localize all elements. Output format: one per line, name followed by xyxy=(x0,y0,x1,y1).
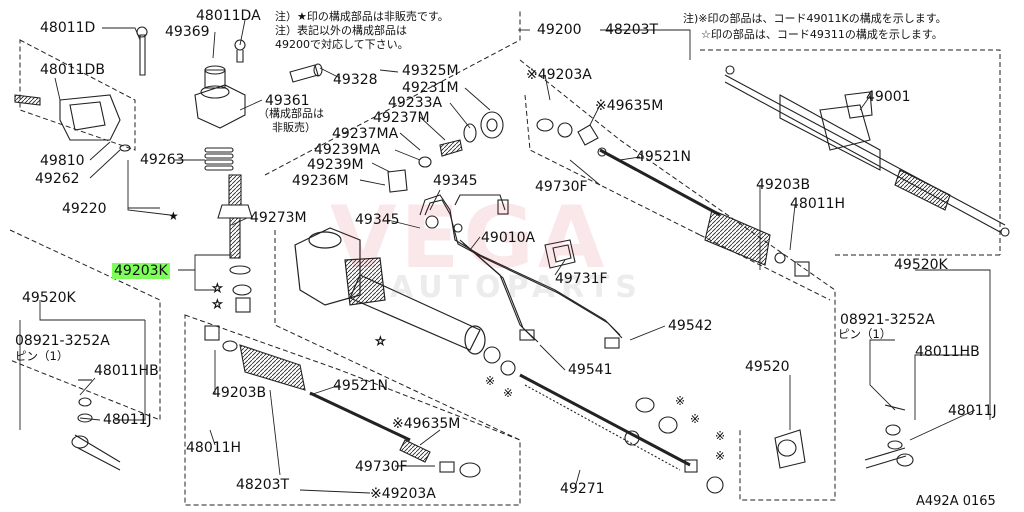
part-label-49730F-top[interactable]: 49730F xyxy=(535,179,588,195)
lower-rack-shaft xyxy=(483,346,806,494)
part-label-49237M[interactable]: 49237M xyxy=(373,110,430,126)
part-label-49520K-right[interactable]: 49520K xyxy=(894,257,948,273)
ref-symbol: ※ xyxy=(715,429,725,443)
diagram-code: A492A 0165 xyxy=(916,494,996,509)
part-label-48011J-right[interactable]: 48011J xyxy=(948,403,997,419)
upper-center-small-parts xyxy=(289,63,504,193)
ref-symbol: ※ xyxy=(715,449,725,463)
pinion-shaft xyxy=(217,174,253,313)
part-label-49328[interactable]: 49328 xyxy=(333,72,378,88)
note-mid-left-1: （構成部品は xyxy=(258,107,324,120)
part-label-49520[interactable]: 49520 xyxy=(745,359,790,375)
part-label-49325M[interactable]: 49325M xyxy=(402,63,459,79)
part-label-49273M[interactable]: 49273M xyxy=(250,210,307,226)
part-label-49237MA[interactable]: 49237MA xyxy=(332,126,399,142)
part-label-pin-right: ピン（1） xyxy=(838,327,892,341)
part-label-49271[interactable]: 49271 xyxy=(560,481,605,497)
part-label-49239MA[interactable]: 49239MA xyxy=(314,142,381,158)
open-star-symbol: ☆ xyxy=(212,281,223,295)
part-label-48011H-top[interactable]: 48011H xyxy=(790,196,846,212)
control-valve-body xyxy=(14,94,131,152)
ref-symbol: ※ xyxy=(690,412,700,426)
part-label-49236M[interactable]: 49236M xyxy=(292,173,349,189)
part-label-49521N-top[interactable]: 49521N xyxy=(636,149,692,165)
part-label-49369[interactable]: 49369 xyxy=(165,24,210,40)
part-label-pin-left: ピン（1） xyxy=(15,349,69,363)
part-label-48203T-bottom[interactable]: 48203T xyxy=(236,477,290,493)
ref-symbol: ※ xyxy=(503,386,513,400)
part-label-49203K-highlighted[interactable]: 49203K xyxy=(112,263,170,279)
note-top-right-2: ☆印の部品は、コード49311の構成を示します。 xyxy=(701,28,943,41)
note-mid-left-2: 非販売） xyxy=(272,121,316,134)
part-label-49521N-bottom[interactable]: 49521N xyxy=(333,378,389,394)
part-label-49203A-bottom[interactable]: ※49203A xyxy=(370,486,436,502)
pinion-valve-housing xyxy=(136,26,246,129)
note-top-center-3: 49200で対応して下さい。 xyxy=(275,38,409,51)
lower-right-tie-rod-end xyxy=(864,404,914,469)
note-top-right-1: 注)※印の部品は、コード49011Kの構成を示します。 xyxy=(683,12,947,25)
part-label-48011D[interactable]: 48011D xyxy=(40,20,96,36)
part-label-48011H-bottom[interactable]: 48011H xyxy=(186,440,242,456)
part-label-49263[interactable]: 49263 xyxy=(140,152,185,168)
seal-ring-stack xyxy=(204,147,234,171)
part-label-49200[interactable]: 49200 xyxy=(537,22,582,38)
part-label-49731F[interactable]: 49731F xyxy=(555,271,608,287)
ref-symbol: ※ xyxy=(675,394,685,408)
part-label-49810[interactable]: 49810 xyxy=(40,153,85,169)
part-label-48203T-top[interactable]: 48203T xyxy=(605,22,659,38)
part-label-49220[interactable]: 49220 xyxy=(62,201,107,217)
part-label-48011HB-right[interactable]: 48011HB xyxy=(915,344,980,360)
open-star-symbol: ☆ xyxy=(375,334,386,348)
leader-lines xyxy=(19,19,991,494)
open-star-symbol: ☆ xyxy=(212,297,223,311)
part-label-49345-lower[interactable]: 49345 xyxy=(355,212,400,228)
part-label-49542[interactable]: 49542 xyxy=(668,318,713,334)
part-label-49262[interactable]: 49262 xyxy=(35,171,80,187)
part-label-49541[interactable]: 49541 xyxy=(568,362,613,378)
part-label-08921-3252A-left[interactable]: 08921-3252A xyxy=(15,333,110,349)
part-label-48011HB-left[interactable]: 48011HB xyxy=(94,363,159,379)
part-label-49520K-left[interactable]: 49520K xyxy=(22,290,76,306)
part-label-49635M-top[interactable]: ※49635M xyxy=(595,98,664,114)
part-label-49001[interactable]: 49001 xyxy=(866,89,911,105)
hydraulic-pipes xyxy=(419,194,623,349)
part-label-49203B-top[interactable]: 49203B xyxy=(756,177,811,193)
part-label-49233A[interactable]: 49233A xyxy=(388,95,443,111)
part-label-49010A[interactable]: 49010A xyxy=(481,230,536,246)
lower-left-tie-rod-group xyxy=(71,325,481,478)
ref-symbol: ※ xyxy=(485,374,495,388)
part-label-48011J-left[interactable]: 48011J xyxy=(103,412,152,428)
part-label-49231M[interactable]: 49231M xyxy=(402,80,459,96)
part-label-49361[interactable]: 49361 xyxy=(265,93,310,109)
part-label-08921-3252A-right[interactable]: 08921-3252A xyxy=(840,312,935,328)
dashed-assembly-outline xyxy=(9,10,1001,506)
part-label-48011DB[interactable]: 48011DB xyxy=(40,62,105,78)
rack-housing xyxy=(294,227,486,355)
upper-inner-tie-rod-group xyxy=(536,118,810,277)
star-symbol: ★ xyxy=(168,209,179,223)
part-label-49345-upper[interactable]: 49345 xyxy=(433,173,478,189)
part-label-49239M[interactable]: 49239M xyxy=(307,157,364,173)
complete-rack-assembly xyxy=(724,65,1010,237)
part-label-49203A-top[interactable]: ※49203A xyxy=(526,67,592,83)
pipe-clip xyxy=(544,239,576,269)
marker-symbols: ★ ☆ ☆ ☆ ※ ※ ※ ※ ※ ※ xyxy=(168,209,725,463)
note-top-center-2: 注）表記以外の構成部品は xyxy=(275,24,407,37)
part-label-49635M-bottom[interactable]: ※49635M xyxy=(392,416,461,432)
part-label-48011DA[interactable]: 48011DA xyxy=(196,8,261,24)
note-top-center-1: 注）★印の構成部品は非販売です。 xyxy=(275,10,449,23)
part-label-49730F-bottom[interactable]: 49730F xyxy=(355,459,408,475)
part-label-49203B-bottom[interactable]: 49203B xyxy=(212,385,267,401)
